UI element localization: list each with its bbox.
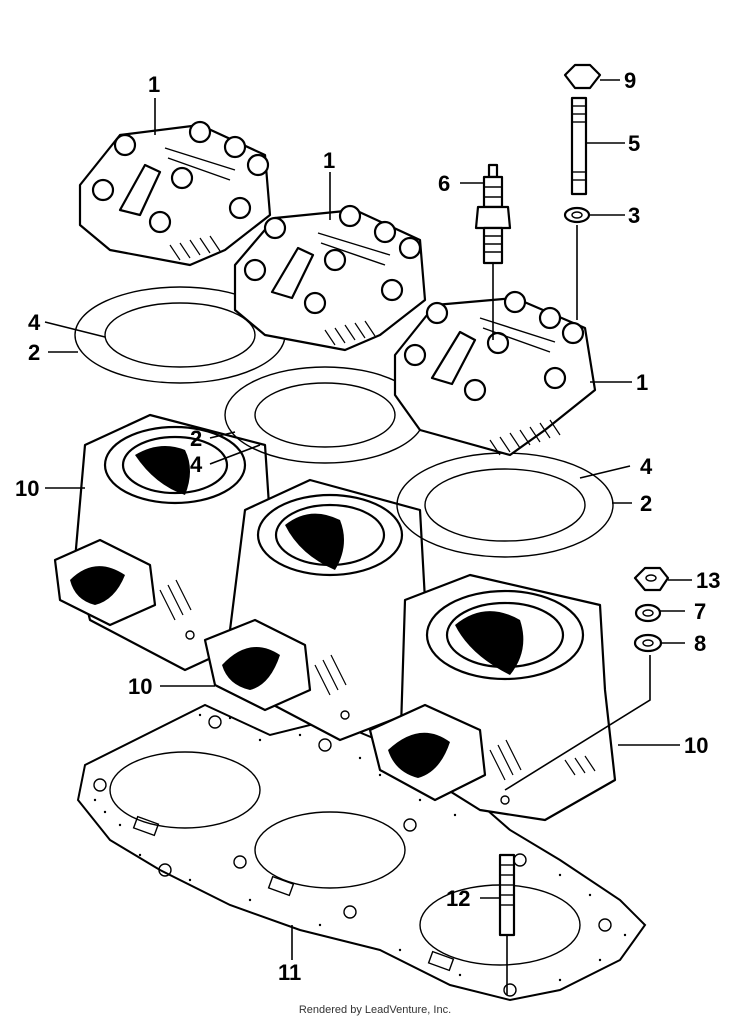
cap-nut xyxy=(563,63,602,90)
callout-6: 6 xyxy=(438,171,450,196)
spark-plug xyxy=(474,163,512,340)
callout-3: 3 xyxy=(628,203,640,228)
hex-nut xyxy=(633,566,670,592)
cylinder-right xyxy=(368,573,617,822)
flat-washer xyxy=(504,633,663,791)
cylinder-head-middle xyxy=(233,204,427,352)
gasket-bolt-holes xyxy=(93,715,612,997)
callout-1-right-head: 1 xyxy=(636,370,648,395)
footer-credit: Rendered by LeadVenture, Inc. xyxy=(298,1004,452,1016)
lock-washer xyxy=(634,603,662,623)
callout-4-middle: 4 xyxy=(190,452,203,477)
callout-13: 13 xyxy=(696,568,720,593)
callout-7: 7 xyxy=(694,599,706,624)
head-gasket-right xyxy=(396,452,614,558)
cylinder-left xyxy=(53,413,272,672)
callout-2-left: 2 xyxy=(28,340,40,365)
callout-1-middle-head: 1 xyxy=(323,148,335,173)
cylinder-head-left xyxy=(78,120,272,267)
gasket-speckle-texture xyxy=(93,713,627,982)
callout-2-right: 2 xyxy=(640,491,652,516)
cylinder-head-right xyxy=(393,290,597,457)
leader-lines xyxy=(44,79,692,960)
callout-5: 5 xyxy=(628,131,640,156)
callout-10-middle: 10 xyxy=(128,674,152,699)
callout-9: 9 xyxy=(624,68,636,93)
callout-12: 12 xyxy=(446,886,470,911)
callout-labels: 1 1 1 4 2 2 4 4 2 6 9 5 3 10 10 10 13 7 … xyxy=(15,68,720,985)
cylinder-middle xyxy=(203,478,427,742)
callout-4-left: 4 xyxy=(28,310,41,335)
callout-2-middle: 2 xyxy=(190,426,202,451)
callout-10-left: 10 xyxy=(15,476,39,501)
head-stud xyxy=(570,96,588,196)
washer xyxy=(563,206,591,320)
callout-8: 8 xyxy=(694,631,706,656)
callout-11: 11 xyxy=(278,960,301,985)
callout-1-left-head: 1 xyxy=(148,72,160,97)
callout-10-right: 10 xyxy=(684,733,708,758)
stud xyxy=(498,853,516,995)
callout-4-right: 4 xyxy=(640,454,653,479)
